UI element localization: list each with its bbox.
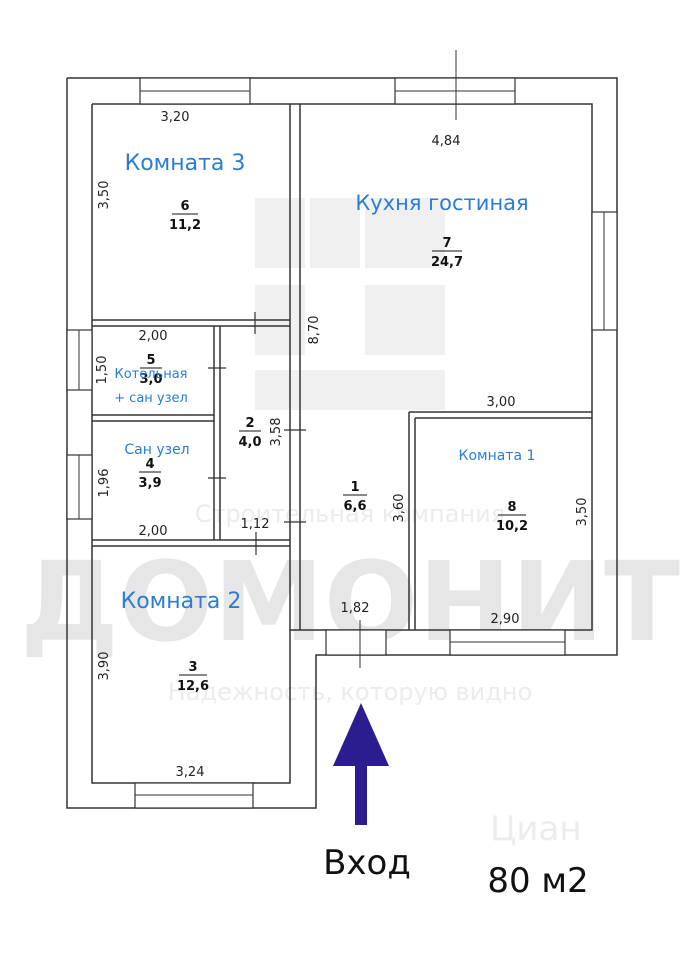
dim-hall-height: 8,70 xyxy=(307,316,322,345)
dim-bath-height: 1,96 xyxy=(97,469,112,498)
room1-area: 10,2 xyxy=(496,519,528,534)
dim-corridor-height: 3,58 xyxy=(269,418,284,447)
watermark-site-mark: Циан xyxy=(490,809,582,849)
room3-name: Комната 3 xyxy=(125,151,246,176)
bath-name: Сан узел xyxy=(124,442,189,458)
entrance-label: Вход xyxy=(323,843,411,883)
room2-number: 3 xyxy=(188,660,197,675)
dim-room2-width: 3,24 xyxy=(176,765,205,780)
watermark-logo-block-1 xyxy=(255,198,305,268)
dim-room2-height: 3,90 xyxy=(97,652,112,681)
entrance-arrow xyxy=(333,703,389,825)
outer-wall-line xyxy=(66,77,618,809)
watermark-company: Строительная компания xyxy=(195,500,505,528)
dim-room1-right: 3,50 xyxy=(575,498,590,527)
dim-boiler-height: 1,50 xyxy=(95,356,110,385)
room1-name: Комната 1 xyxy=(459,448,536,464)
dim-corridor-width: 1,12 xyxy=(241,517,270,532)
room-label-hall: 1 6,6 xyxy=(343,480,367,514)
boiler-area: 3,0 xyxy=(139,372,162,387)
hall-area: 6,6 xyxy=(343,499,366,514)
corridor-number: 2 xyxy=(245,416,254,431)
dim-room1-left: 3,60 xyxy=(392,494,407,523)
room3-area: 11,2 xyxy=(169,218,201,233)
watermark-logo-block-5 xyxy=(365,285,445,355)
room2-area: 12,6 xyxy=(177,679,209,694)
windows xyxy=(66,50,618,809)
room-label-bath: 4 3,9 xyxy=(138,457,161,491)
dim-entrance-width: 1,82 xyxy=(341,601,370,616)
interior-walls xyxy=(92,104,592,630)
bath-area: 3,9 xyxy=(138,476,161,491)
dim-room1-top: 3,00 xyxy=(487,395,516,410)
room-label-room2: 3 12,6 xyxy=(177,660,209,694)
dim-room1-bottom: 2,90 xyxy=(491,612,520,627)
watermark-logo-block-6 xyxy=(255,370,445,410)
hall-number: 1 xyxy=(350,480,359,495)
room-label-corridor: 2 4,0 xyxy=(238,416,261,450)
watermark-logo-block-2 xyxy=(310,198,360,268)
kitchen-name: Кухня гостиная xyxy=(355,191,528,215)
watermark: ДОМОНИТ Строительная компания Надежность… xyxy=(20,198,680,849)
room3-number: 6 xyxy=(180,199,189,214)
room2-name: Комната 2 xyxy=(121,589,242,614)
watermark-logo-block-3 xyxy=(365,198,445,268)
room-label-room1: 8 10,2 xyxy=(496,500,528,534)
boiler-name-line2: + сан узел xyxy=(114,391,188,406)
dim-boiler-width: 2,00 xyxy=(139,329,168,344)
room-label-kitchen: 7 24,7 xyxy=(431,236,463,270)
entrance-door-opening xyxy=(325,629,387,656)
total-area-label: 80 м2 xyxy=(487,861,588,901)
watermark-slogan: Надежность, которую видно xyxy=(168,678,533,706)
dim-room3-height: 3,50 xyxy=(97,181,112,210)
dimensions: 3,20 3,50 4,84 8,70 2,00 1,50 3,58 3,00 … xyxy=(95,110,590,780)
room-number-labels: 6 11,2 7 24,7 5 3,0 2 4,0 4 3,9 1 6,6 xyxy=(138,199,528,694)
boiler-name-line1: Котельная xyxy=(114,367,187,382)
room-label-boiler: 5 3,0 xyxy=(139,353,162,387)
kitchen-number: 7 xyxy=(442,236,451,251)
corridor-area: 4,0 xyxy=(238,435,261,450)
dim-kitchen-width: 4,84 xyxy=(432,134,461,149)
entrance-arrow-head xyxy=(333,703,389,766)
room-names: Комната 3 Кухня гостиная Котельная + сан… xyxy=(114,151,535,614)
room-label-room3: 6 11,2 xyxy=(169,199,201,233)
dim-bath-width: 2,00 xyxy=(139,524,168,539)
dim-room3-width: 3,20 xyxy=(161,110,190,125)
bath-number: 4 xyxy=(145,457,154,472)
boiler-number: 5 xyxy=(146,353,155,368)
room1-number: 8 xyxy=(507,500,516,515)
kitchen-area: 24,7 xyxy=(431,255,463,270)
